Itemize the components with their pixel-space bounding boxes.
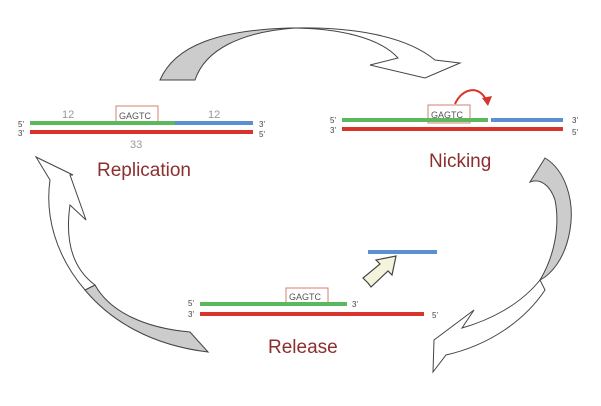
release-arrow-icon [362,255,397,288]
length-right-label: 12 [208,109,220,121]
site-label: GAGTC [289,292,322,302]
bottom-three-prime-label: 3' [188,310,194,319]
cycle-arrow-replication-to-nicking [159,27,462,81]
arrow-shaded-tail [84,284,210,353]
top-five-prime-label: 5' [330,116,336,125]
stage-label-nicking: Nicking [429,151,491,172]
nick-arrowhead-icon [482,96,492,106]
arrow-body [432,279,546,374]
arrow-shaded-tail [528,157,572,282]
nick-arrow [454,89,488,105]
arrow-shaded-tail [159,27,296,81]
arrow-body [289,27,462,79]
length-total-label: 33 [130,139,142,151]
site-label: GAGTC [119,111,152,121]
cycle-arrow-release-to-replication [34,155,210,353]
top-three-prime-label: 3' [259,120,265,129]
top-five-prime-label: 5' [18,120,24,129]
arrow-body [34,155,96,291]
stage-replication: 12 12 GAGTC 5' 3' 3' 5' 33 Replication [18,105,265,181]
bottom-three-prime-label: 3' [18,129,24,138]
bottom-five-prime-label: 5' [259,130,265,139]
cycle-arrow-nicking-to-release [432,157,572,374]
stage-nicking: GAGTC 5' 3' 3' 5' Nicking [330,89,578,172]
site-label: GAGTC [431,110,464,120]
stage-label-replication: Replication [97,160,191,181]
bottom-five-prime-label: 5' [432,311,438,320]
top-five-prime-label: 5' [188,299,194,308]
top-three-prime-label: 3' [572,116,578,125]
bottom-three-prime-label: 3' [330,126,336,135]
stage-release: GAGTC 5' 3' 3' 5' Release [188,250,438,358]
bottom-five-prime-label: 5' [572,128,578,137]
length-left-label: 12 [62,109,74,121]
top-three-prime-label: 3' [352,300,358,309]
stage-label-release: Release [268,337,338,358]
nicking-site-box [427,104,471,124]
